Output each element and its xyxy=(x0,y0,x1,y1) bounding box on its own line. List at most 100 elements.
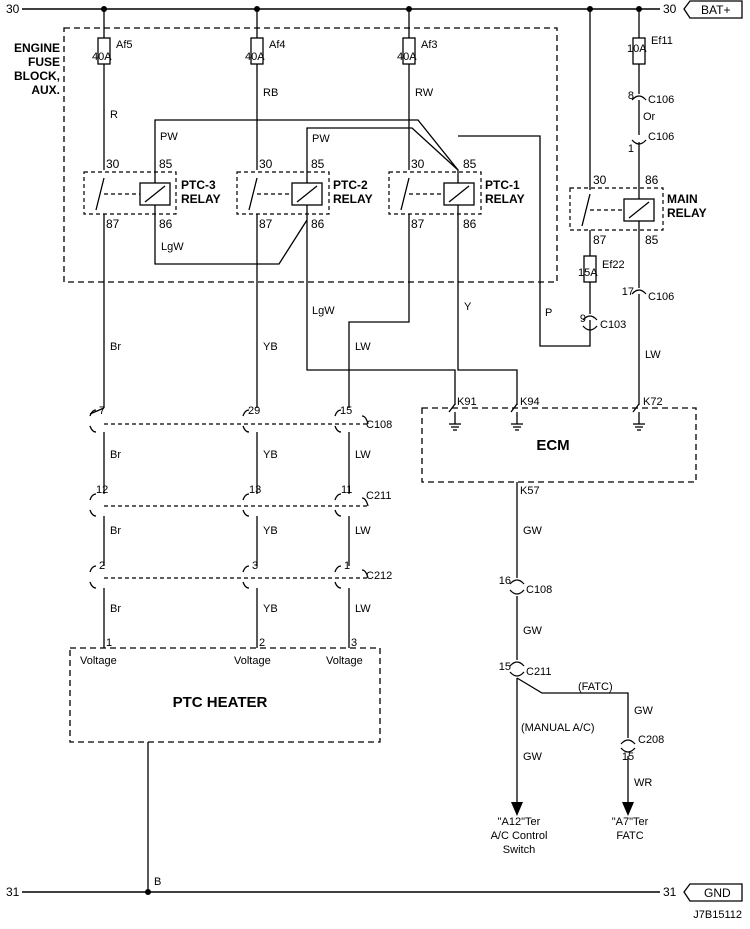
svg-text:40A: 40A xyxy=(245,51,265,63)
bat-bus: 30 30 BAT+ xyxy=(6,0,743,19)
svg-text:C106: C106 xyxy=(648,131,674,143)
svg-text:FUSE: FUSE xyxy=(28,55,60,69)
svg-text:85: 85 xyxy=(463,157,477,171)
svg-text:LW: LW xyxy=(355,449,371,461)
svg-text:C103: C103 xyxy=(600,319,626,331)
arrow-a7 xyxy=(622,802,634,816)
bus-terminal-31-right: 31 xyxy=(663,885,677,899)
svg-text:RW: RW xyxy=(415,87,434,99)
svg-text:YB: YB xyxy=(263,449,278,461)
destination-a12: "A12"Ter A/C Control Switch xyxy=(491,816,548,856)
engine-fuse-block-label: ENGINE FUSE BLOCK, AUX. xyxy=(14,41,60,97)
svg-text:C212: C212 xyxy=(366,570,392,582)
svg-text:40A: 40A xyxy=(92,51,112,63)
gnd-label: GND xyxy=(704,886,731,900)
svg-text:85: 85 xyxy=(159,157,173,171)
svg-text:Br: Br xyxy=(110,341,121,353)
svg-text:11: 11 xyxy=(341,484,352,496)
svg-text:1: 1 xyxy=(628,143,634,155)
svg-text:BLOCK,: BLOCK, xyxy=(14,69,60,83)
bus-terminal-30-right: 30 xyxy=(663,2,677,16)
svg-text:40A: 40A xyxy=(397,51,417,63)
svg-text:AUX.: AUX. xyxy=(31,83,60,97)
fuse-ef22: Ef22 15A xyxy=(578,230,625,314)
svg-text:WR: WR xyxy=(634,777,652,789)
svg-text:GW: GW xyxy=(634,705,654,717)
svg-text:ECM: ECM xyxy=(536,437,569,454)
svg-text:"A7"Ter: "A7"Ter xyxy=(612,816,649,828)
bus-terminal-31-left: 31 xyxy=(6,885,20,899)
connector-c106-17: 17 C106 xyxy=(622,286,675,303)
svg-text:Af3: Af3 xyxy=(421,39,438,51)
svg-text:PTC HEATER: PTC HEATER xyxy=(173,694,268,711)
engine-fuse-block-outline xyxy=(63,27,558,283)
svg-text:2: 2 xyxy=(259,637,265,649)
fuse-ef11: Ef11 10A xyxy=(627,9,673,94)
svg-text:RELAY: RELAY xyxy=(181,192,221,206)
svg-text:30: 30 xyxy=(259,157,273,171)
svg-text:15: 15 xyxy=(499,661,511,673)
svg-text:RB: RB xyxy=(263,87,278,99)
relay-ptc3: 30 85 87 86 PTC-3 RELAY xyxy=(83,157,221,231)
svg-text:Af4: Af4 xyxy=(269,39,286,51)
svg-text:A/C Control: A/C Control xyxy=(491,830,548,842)
svg-text:Ef22: Ef22 xyxy=(602,259,625,271)
svg-text:Voltage: Voltage xyxy=(80,655,117,667)
svg-text:K57: K57 xyxy=(520,485,540,497)
bat-plus-label: BAT+ xyxy=(701,3,730,17)
svg-text:9: 9 xyxy=(580,313,586,325)
svg-text:(MANUAL A/C): (MANUAL A/C) xyxy=(521,722,595,734)
svg-text:PTC-3: PTC-3 xyxy=(181,178,216,192)
svg-text:Br: Br xyxy=(110,525,121,537)
gnd-tag xyxy=(683,883,743,902)
relay-ptc2: 30 85 87 86 PTC-2 RELAY xyxy=(236,157,373,231)
svg-text:FATC: FATC xyxy=(616,830,643,842)
svg-text:13: 13 xyxy=(249,484,261,496)
svg-text:86: 86 xyxy=(463,217,477,231)
gnd-bus: 31 31 GND xyxy=(6,883,743,902)
fuse-af5: Af5 40A xyxy=(92,9,133,65)
svg-text:YB: YB xyxy=(263,341,278,353)
svg-text:C106: C106 xyxy=(648,94,674,106)
ecm-pin-symbols xyxy=(448,403,645,431)
svg-text:Br: Br xyxy=(110,449,121,461)
svg-text:C108: C108 xyxy=(366,419,392,431)
figure-id: J7B15112 xyxy=(693,909,742,921)
svg-text:LW: LW xyxy=(355,603,371,615)
svg-text:30: 30 xyxy=(106,157,120,171)
svg-text:8: 8 xyxy=(628,90,634,102)
svg-text:15A: 15A xyxy=(578,267,598,279)
svg-text:30: 30 xyxy=(593,173,607,187)
relay-ptc1: 30 85 87 86 PTC-1 RELAY xyxy=(388,157,525,231)
svg-text:ENGINE: ENGINE xyxy=(14,41,60,55)
svg-text:Y: Y xyxy=(464,301,472,313)
svg-text:7: 7 xyxy=(99,405,105,417)
svg-text:C106: C106 xyxy=(648,291,674,303)
svg-text:1: 1 xyxy=(344,560,350,572)
svg-text:(FATC): (FATC) xyxy=(578,681,613,693)
svg-text:Voltage: Voltage xyxy=(234,655,271,667)
svg-text:"A12"Ter: "A12"Ter xyxy=(498,816,541,828)
svg-text:15: 15 xyxy=(340,405,352,417)
ptc-heater: 1 2 3 Voltage Voltage Voltage PTC HEATER xyxy=(69,637,381,743)
ecm-module: ECM K91 K94 K72 K57 xyxy=(421,396,697,497)
connector-c108: 7 29 15 C108 xyxy=(89,405,392,433)
svg-text:12: 12 xyxy=(96,484,108,496)
svg-text:LW: LW xyxy=(645,349,661,361)
svg-text:86: 86 xyxy=(159,217,173,231)
svg-text:LW: LW xyxy=(355,341,371,353)
bat-plus-tag xyxy=(683,0,743,19)
svg-text:R: R xyxy=(110,109,118,121)
svg-text:GW: GW xyxy=(523,525,543,537)
svg-text:C211: C211 xyxy=(366,490,391,502)
destination-a7: "A7"Ter FATC xyxy=(612,816,649,842)
svg-text:RELAY: RELAY xyxy=(485,192,525,206)
svg-text:GW: GW xyxy=(523,751,543,763)
svg-text:Switch: Switch xyxy=(503,844,535,856)
svg-text:87: 87 xyxy=(259,217,273,231)
connector-c212: 2 3 1 C212 xyxy=(89,560,392,589)
svg-text:K91: K91 xyxy=(457,396,477,408)
connector-c211: 12 13 11 C211 xyxy=(89,484,391,517)
fuse-af3: Af3 40A xyxy=(397,9,438,65)
arrow-a12 xyxy=(511,802,523,816)
